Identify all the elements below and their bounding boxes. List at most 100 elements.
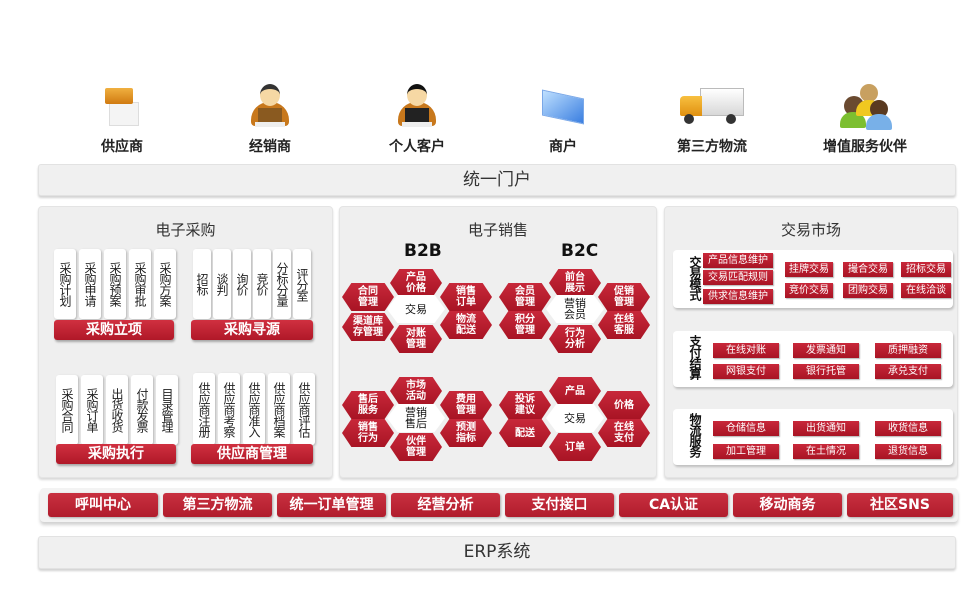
procurement-group-label[interactable]: 采购立项 bbox=[54, 320, 174, 340]
service-button[interactable]: 移动商务 bbox=[733, 493, 842, 517]
market-tag[interactable]: 竞价交易 bbox=[785, 283, 833, 298]
procurement-item[interactable]: 供应商档案 bbox=[268, 373, 290, 445]
procurement-item[interactable]: 询价 bbox=[233, 249, 251, 319]
market-tag[interactable]: 交易匹配规则 bbox=[703, 270, 773, 285]
procurement-group-label[interactable]: 采购寻源 bbox=[191, 320, 313, 340]
sales-hex[interactable]: 售后服务 bbox=[342, 391, 394, 419]
sales-hex[interactable]: 销售订单 bbox=[440, 283, 492, 311]
market-tag[interactable]: 质押融资 bbox=[875, 343, 941, 358]
stakeholder-label: 增值服务伙伴 bbox=[823, 139, 907, 155]
procurement-item[interactable]: 供应商准入 bbox=[243, 373, 265, 445]
procurement-item[interactable]: 供应商注册 bbox=[193, 373, 215, 445]
services-strip: 呼叫中心 第三方物流 统一订单管理 经营分析 支付接口 CA认证 移动商务 社区… bbox=[40, 488, 958, 522]
market-tag[interactable]: 发票通知 bbox=[793, 343, 859, 358]
sales-hex[interactable]: 订单 bbox=[549, 433, 601, 461]
procurement-item[interactable]: 供应商评估 bbox=[293, 373, 315, 445]
market-tag[interactable]: 挂牌交易 bbox=[785, 262, 833, 277]
procurement-panel: 电子采购 采购计划 采购申请 采购预案 采购审批 采购方案 采购立项 招标 谈判… bbox=[38, 206, 333, 478]
procurement-item[interactable]: 采购方案 bbox=[154, 249, 176, 319]
service-button[interactable]: 支付接口 bbox=[505, 493, 614, 517]
sales-hex[interactable]: 物流配送 bbox=[440, 311, 492, 339]
unified-portal-label: 统一门户 bbox=[463, 170, 531, 190]
sales-hex[interactable]: 价格 bbox=[598, 391, 650, 419]
stakeholder-logistics: 第三方物流 bbox=[657, 82, 767, 156]
stakeholder-label: 经销商 bbox=[249, 139, 291, 155]
market-tag[interactable]: 收货信息 bbox=[875, 421, 941, 436]
sales-hex[interactable]: 会员管理 bbox=[499, 283, 551, 311]
procurement-item[interactable]: 采购计划 bbox=[54, 249, 76, 319]
procurement-item[interactable]: 采购订单 bbox=[81, 375, 103, 445]
procurement-item[interactable]: 招标 bbox=[193, 249, 211, 319]
market-tag[interactable]: 承兑支付 bbox=[875, 364, 941, 379]
erp-bar: ERP系统 bbox=[38, 536, 956, 569]
market-section-label: 支付结算 bbox=[688, 335, 702, 379]
market-tag[interactable]: 加工管理 bbox=[713, 444, 779, 459]
market-panel: 交易市场 交易模式 产品信息维护 交易匹配规则 供求信息维护 挂牌交易 撮合交易… bbox=[664, 206, 958, 478]
procurement-item[interactable]: 采购审批 bbox=[129, 249, 151, 319]
sales-hex[interactable]: 在线客服 bbox=[598, 311, 650, 339]
procurement-item[interactable]: 采购申请 bbox=[79, 249, 101, 319]
market-tag[interactable]: 银行托管 bbox=[793, 364, 859, 379]
market-tag[interactable]: 在线洽谈 bbox=[901, 283, 951, 298]
market-tag[interactable]: 产品信息维护 bbox=[703, 253, 773, 268]
service-button[interactable]: 统一订单管理 bbox=[277, 493, 386, 517]
erp-label: ERP系统 bbox=[463, 542, 531, 562]
dealer-person-icon bbox=[245, 82, 295, 130]
sales-hex[interactable]: 费用管理 bbox=[440, 391, 492, 419]
sales-hex[interactable]: 产品价格 bbox=[390, 269, 442, 297]
sales-hex-center: 营销会员 bbox=[546, 295, 604, 323]
procurement-item[interactable]: 谈判 bbox=[213, 249, 231, 319]
procurement-item[interactable]: 分标分量 bbox=[273, 249, 291, 319]
b2b-label: B2B bbox=[404, 241, 442, 261]
market-tag[interactable]: 撮合交易 bbox=[843, 262, 893, 277]
market-tag[interactable]: 团购交易 bbox=[843, 283, 893, 298]
market-title: 交易市场 bbox=[780, 221, 841, 239]
market-tag[interactable]: 在线对账 bbox=[713, 343, 779, 358]
sales-hex-center: 营销售后 bbox=[387, 404, 445, 432]
service-button[interactable]: CA认证 bbox=[619, 493, 728, 517]
supplier-box-icon bbox=[97, 82, 147, 130]
sales-hex[interactable]: 积分管理 bbox=[499, 311, 551, 339]
sales-hex[interactable]: 伙伴管理 bbox=[390, 433, 442, 461]
procurement-item[interactable]: 目录管理 bbox=[156, 375, 178, 445]
sales-hex[interactable]: 预测指标 bbox=[440, 419, 492, 447]
market-section-trade-mode: 交易模式 产品信息维护 交易匹配规则 供求信息维护 挂牌交易 撮合交易 招标交易… bbox=[673, 250, 953, 308]
sales-hex[interactable]: 配送 bbox=[499, 419, 551, 447]
market-tag[interactable]: 招标交易 bbox=[901, 262, 951, 277]
market-tag[interactable]: 在土情况 bbox=[793, 444, 859, 459]
sales-hex[interactable]: 前台展示 bbox=[549, 269, 601, 297]
sales-hex[interactable]: 在线支付 bbox=[598, 419, 650, 447]
sales-hex[interactable]: 行为分析 bbox=[549, 325, 601, 353]
market-tag[interactable]: 供求信息维护 bbox=[703, 289, 773, 304]
service-button[interactable]: 经营分析 bbox=[391, 493, 500, 517]
procurement-item[interactable]: 付款发票 bbox=[131, 375, 153, 445]
sales-hex[interactable]: 对账管理 bbox=[390, 325, 442, 353]
market-tag[interactable]: 出货通知 bbox=[793, 421, 859, 436]
sales-hex[interactable]: 渠道库存管理 bbox=[342, 313, 394, 341]
procurement-item[interactable]: 采购预案 bbox=[104, 249, 126, 319]
b2c-label: B2C bbox=[561, 241, 599, 261]
service-button[interactable]: 第三方物流 bbox=[163, 493, 272, 517]
market-tag[interactable]: 网银支付 bbox=[713, 364, 779, 379]
procurement-item[interactable]: 评分室 bbox=[293, 249, 311, 319]
service-button[interactable]: 社区SNS bbox=[847, 493, 953, 517]
merchant-window-icon bbox=[538, 82, 588, 130]
service-button[interactable]: 呼叫中心 bbox=[48, 493, 158, 517]
procurement-group-label[interactable]: 采购执行 bbox=[56, 444, 176, 464]
stakeholder-partners: 增值服务伙伴 bbox=[805, 82, 925, 156]
sales-hex[interactable]: 投诉建议 bbox=[499, 391, 551, 419]
sales-hex[interactable]: 产品 bbox=[549, 377, 601, 405]
procurement-item[interactable]: 出货收货 bbox=[106, 375, 128, 445]
procurement-group-label[interactable]: 供应商管理 bbox=[191, 444, 313, 464]
sales-hex[interactable]: 销售行为 bbox=[342, 419, 394, 447]
procurement-item[interactable]: 竞价 bbox=[253, 249, 271, 319]
procurement-item[interactable]: 采购合同 bbox=[56, 375, 78, 445]
procurement-item[interactable]: 供应商考察 bbox=[218, 373, 240, 445]
sales-hex[interactable]: 促销管理 bbox=[598, 283, 650, 311]
sales-hex-center: 交易 bbox=[546, 404, 604, 432]
market-tag[interactable]: 仓储信息 bbox=[713, 421, 779, 436]
market-tag[interactable]: 退货信息 bbox=[875, 444, 941, 459]
procurement-group-items: 采购计划 采购申请 采购预案 采购审批 采购方案 bbox=[54, 249, 176, 319]
sales-hex[interactable]: 合同管理 bbox=[342, 283, 394, 311]
sales-hex[interactable]: 市场活动 bbox=[390, 377, 442, 405]
